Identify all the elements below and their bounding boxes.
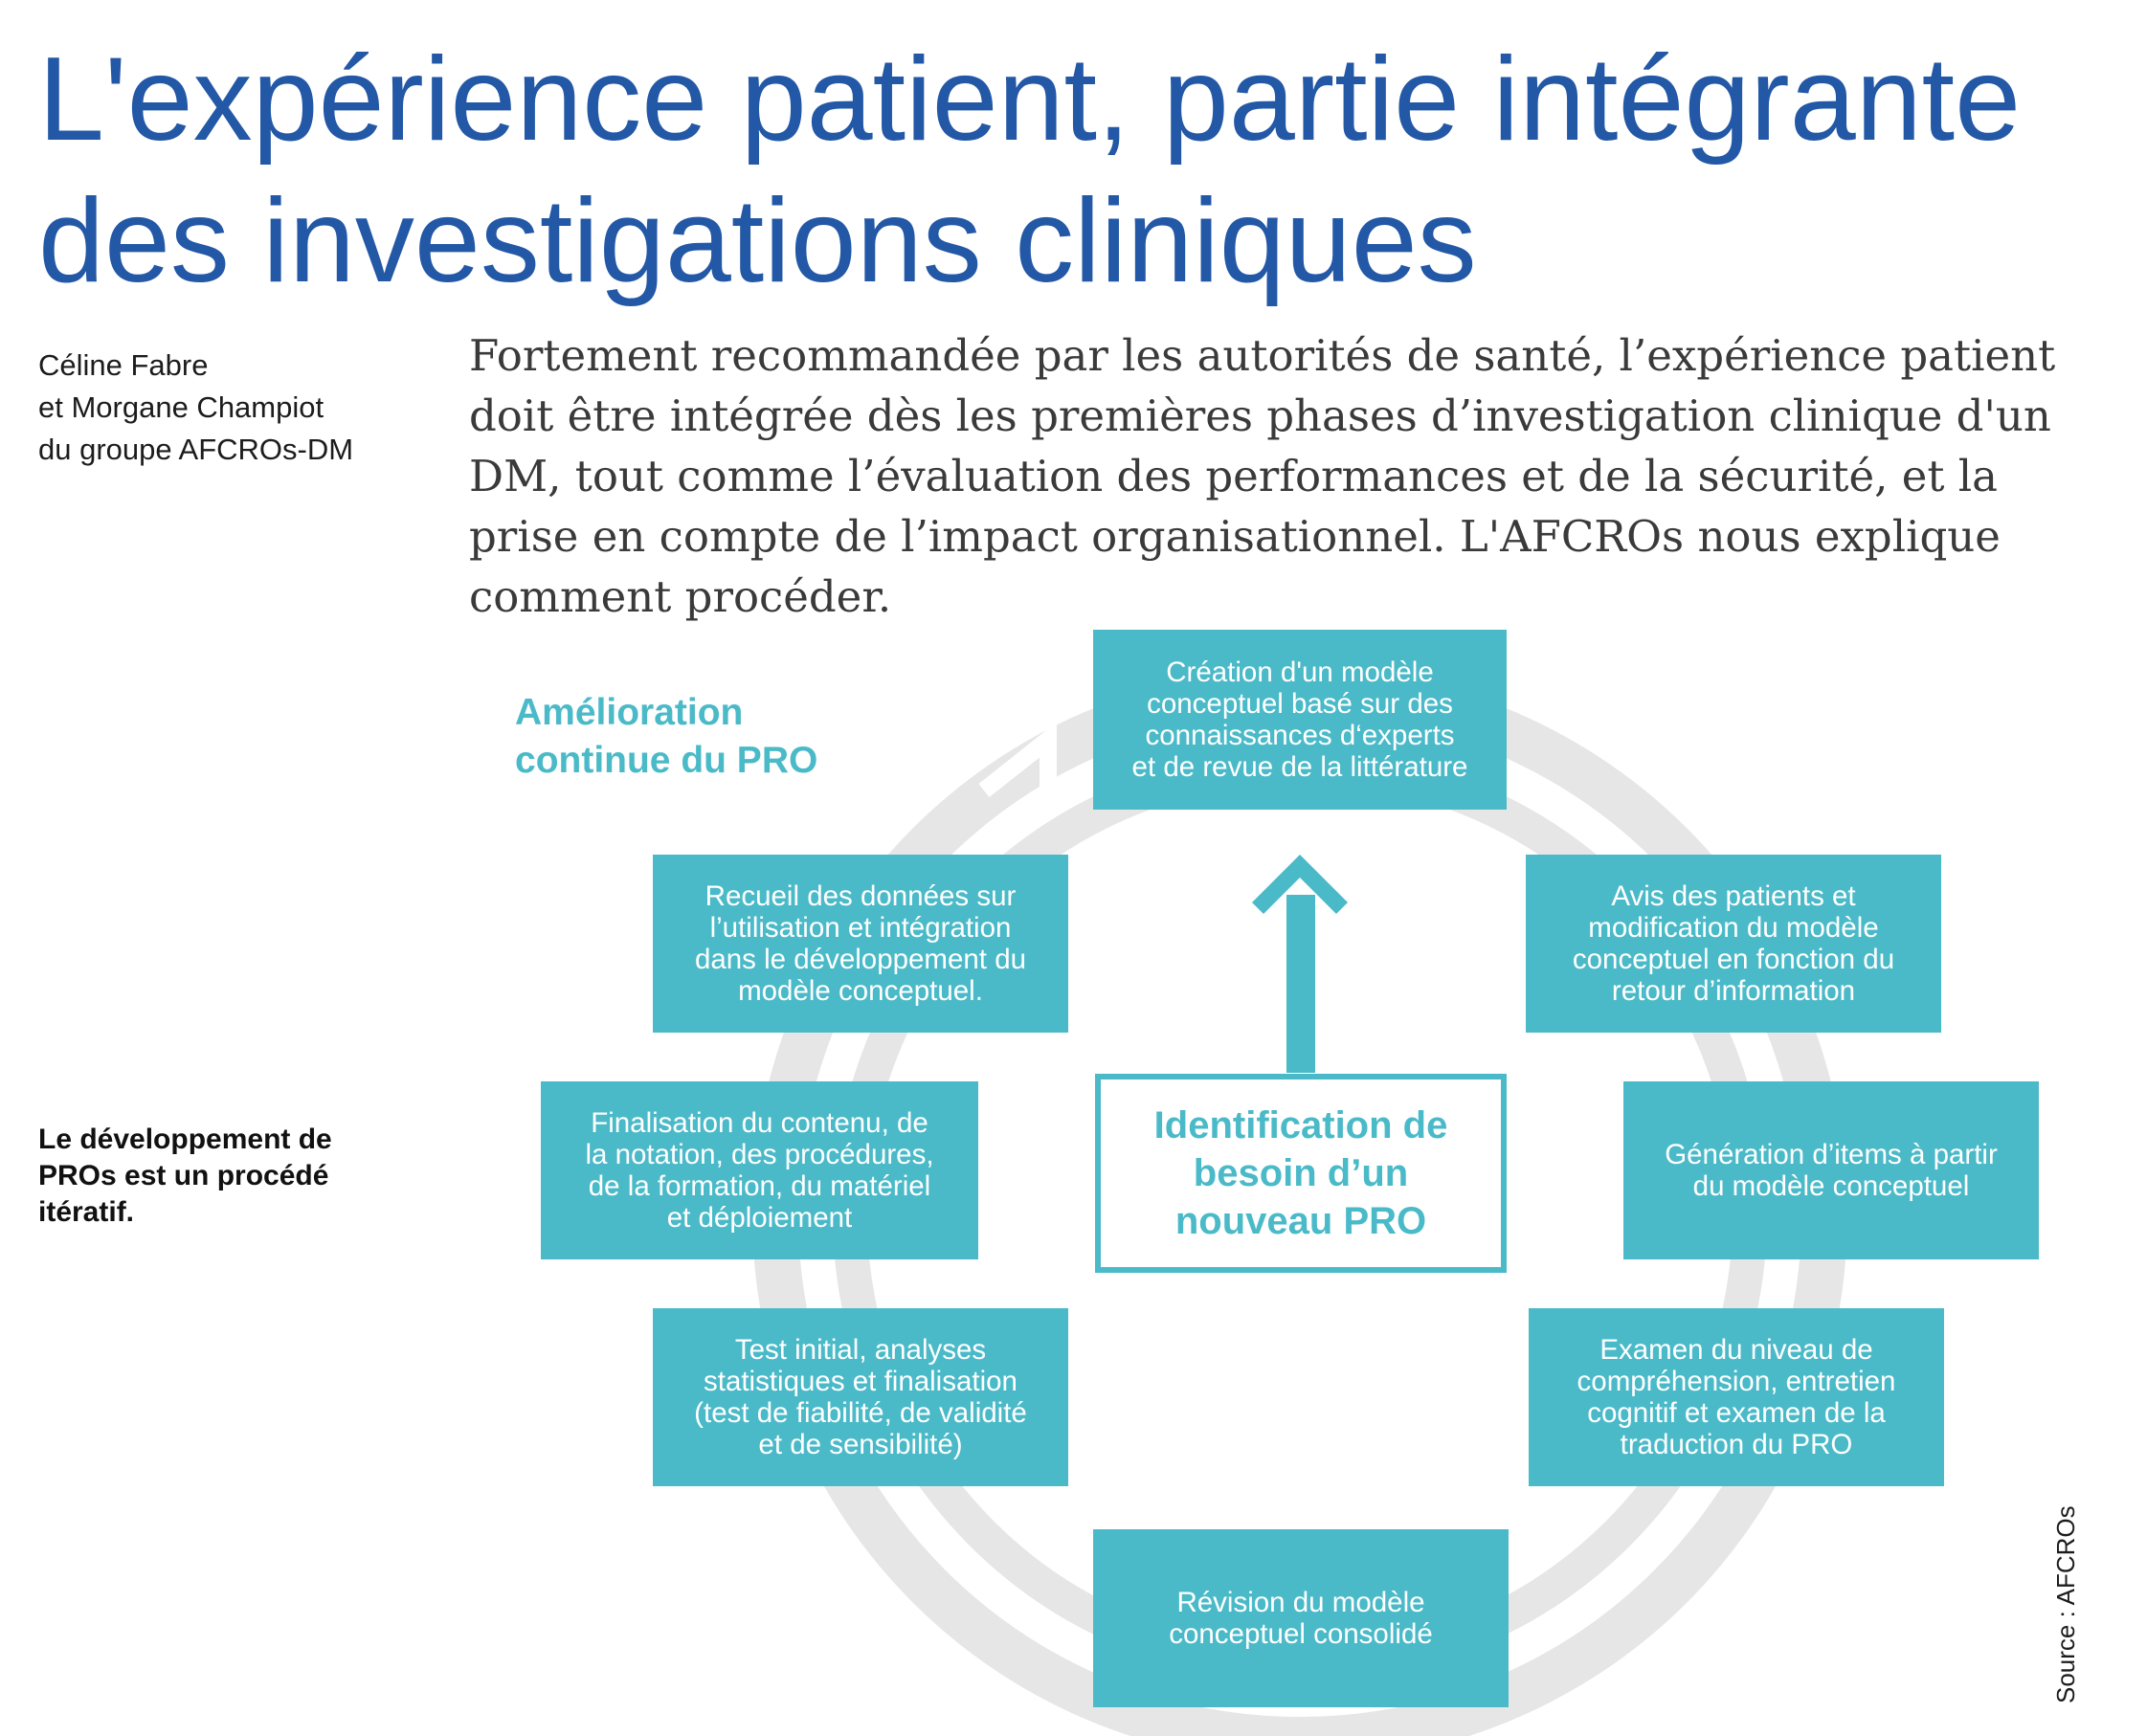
center-box-identification: Identification de besoin d’un nouveau PR…	[1095, 1074, 1507, 1273]
step-text-line: Test initial, analyses	[734, 1334, 987, 1366]
cycle-label-line: continue du PRO	[515, 740, 818, 781]
step-text-line: modèle conceptuel.	[738, 975, 983, 1007]
step-text-line: Finalisation du contenu, de	[591, 1107, 928, 1139]
step-box-test-initial: Test initial, analyses statistiques et f…	[653, 1308, 1068, 1486]
side-note-line: Le développement de	[38, 1124, 332, 1155]
cycle-label-line: Amélioration	[515, 692, 744, 733]
step-text-line: du modèle conceptuel	[1692, 1170, 1970, 1202]
side-note-line: itératif.	[38, 1196, 135, 1228]
step-text-line: statistiques et finalisation	[704, 1366, 1018, 1397]
article-title: L'expérience patient, partie intégrante …	[38, 29, 2106, 312]
step-box-recueil: Recueil des données sur l’utilisation et…	[653, 855, 1068, 1033]
step-text-line: compréhension, entretien	[1577, 1366, 1896, 1397]
center-text-line: nouveau PRO	[1174, 1200, 1427, 1242]
step-text-line: Génération d’items à partir	[1665, 1139, 1998, 1170]
step-text-line: connaissances d‘experts	[1145, 720, 1455, 751]
step-text-line: (test de fiabilité, de validité	[694, 1397, 1027, 1429]
step-box-revision: Révision du modèle conceptuel consolidé	[1093, 1529, 1509, 1707]
step-text-line: retour d’information	[1611, 975, 1856, 1007]
step-box-avis-patients: Avis des patients et modification du mod…	[1526, 855, 1941, 1033]
step-text-line: Création d'un modèle	[1166, 657, 1434, 688]
step-text-line: cognitif et examen de la	[1587, 1397, 1886, 1429]
step-text-line: modification du modèle	[1588, 912, 1879, 944]
author-byline: Céline Fabre et Morgane Champiot du grou…	[38, 345, 421, 471]
step-text-line: la notation, des procédures,	[585, 1139, 934, 1170]
step-text-line: et de sensibilité)	[758, 1429, 963, 1460]
cycle-label: Amélioration continue du PRO	[515, 689, 917, 785]
step-text-line: et déploiement	[666, 1202, 853, 1234]
step-text-line: conceptuel basé sur des	[1147, 688, 1453, 720]
step-text-line: et de revue de la littérature	[1131, 751, 1468, 783]
step-text-line: traduction du PRO	[1620, 1429, 1853, 1460]
intro-paragraph: Fortement recommandée par les autorités …	[469, 330, 2056, 622]
side-note: Le développement de PROs est un procédé …	[38, 1122, 364, 1231]
step-box-creation: Création d'un modèle conceptuel basé sur…	[1093, 630, 1507, 810]
step-text-line: Avis des patients et	[1611, 880, 1856, 912]
step-text-line: conceptuel en fonction du	[1572, 944, 1895, 975]
step-text-line: dans le développement du	[694, 944, 1027, 975]
step-box-examen: Examen du niveau de compréhension, entre…	[1529, 1308, 1944, 1486]
step-box-generation-items: Génération d’items à partir du modèle co…	[1623, 1081, 2039, 1259]
step-text-line: conceptuel consolidé	[1169, 1618, 1433, 1650]
author-line: du groupe AFCROs-DM	[38, 433, 354, 466]
step-text-line: l’utilisation et intégration	[709, 912, 1012, 944]
author-line: Céline Fabre	[38, 348, 209, 382]
cycle-arrow-icon	[978, 722, 1057, 806]
source-credit: Source : AFCROs	[2051, 1505, 2080, 1703]
step-text-line: de la formation, du matériel	[588, 1170, 931, 1202]
center-text-line: Identification de	[1153, 1104, 1448, 1146]
author-line: et Morgane Champiot	[38, 390, 324, 424]
step-text-line: Examen du niveau de	[1599, 1334, 1873, 1366]
title-line: des investigations cliniques	[38, 175, 1477, 307]
side-note-line: PROs est un procédé	[38, 1160, 329, 1191]
step-box-finalisation: Finalisation du contenu, de la notation,…	[541, 1081, 978, 1259]
center-text-line: besoin d’un	[1193, 1152, 1409, 1194]
step-text-line: Recueil des données sur	[704, 880, 1017, 912]
title-line: L'expérience patient, partie intégrante	[38, 33, 2022, 166]
up-arrow-shaft	[1286, 895, 1315, 1073]
up-arrow-icon	[1252, 855, 1348, 914]
step-text-line: Révision du modèle	[1176, 1587, 1425, 1618]
